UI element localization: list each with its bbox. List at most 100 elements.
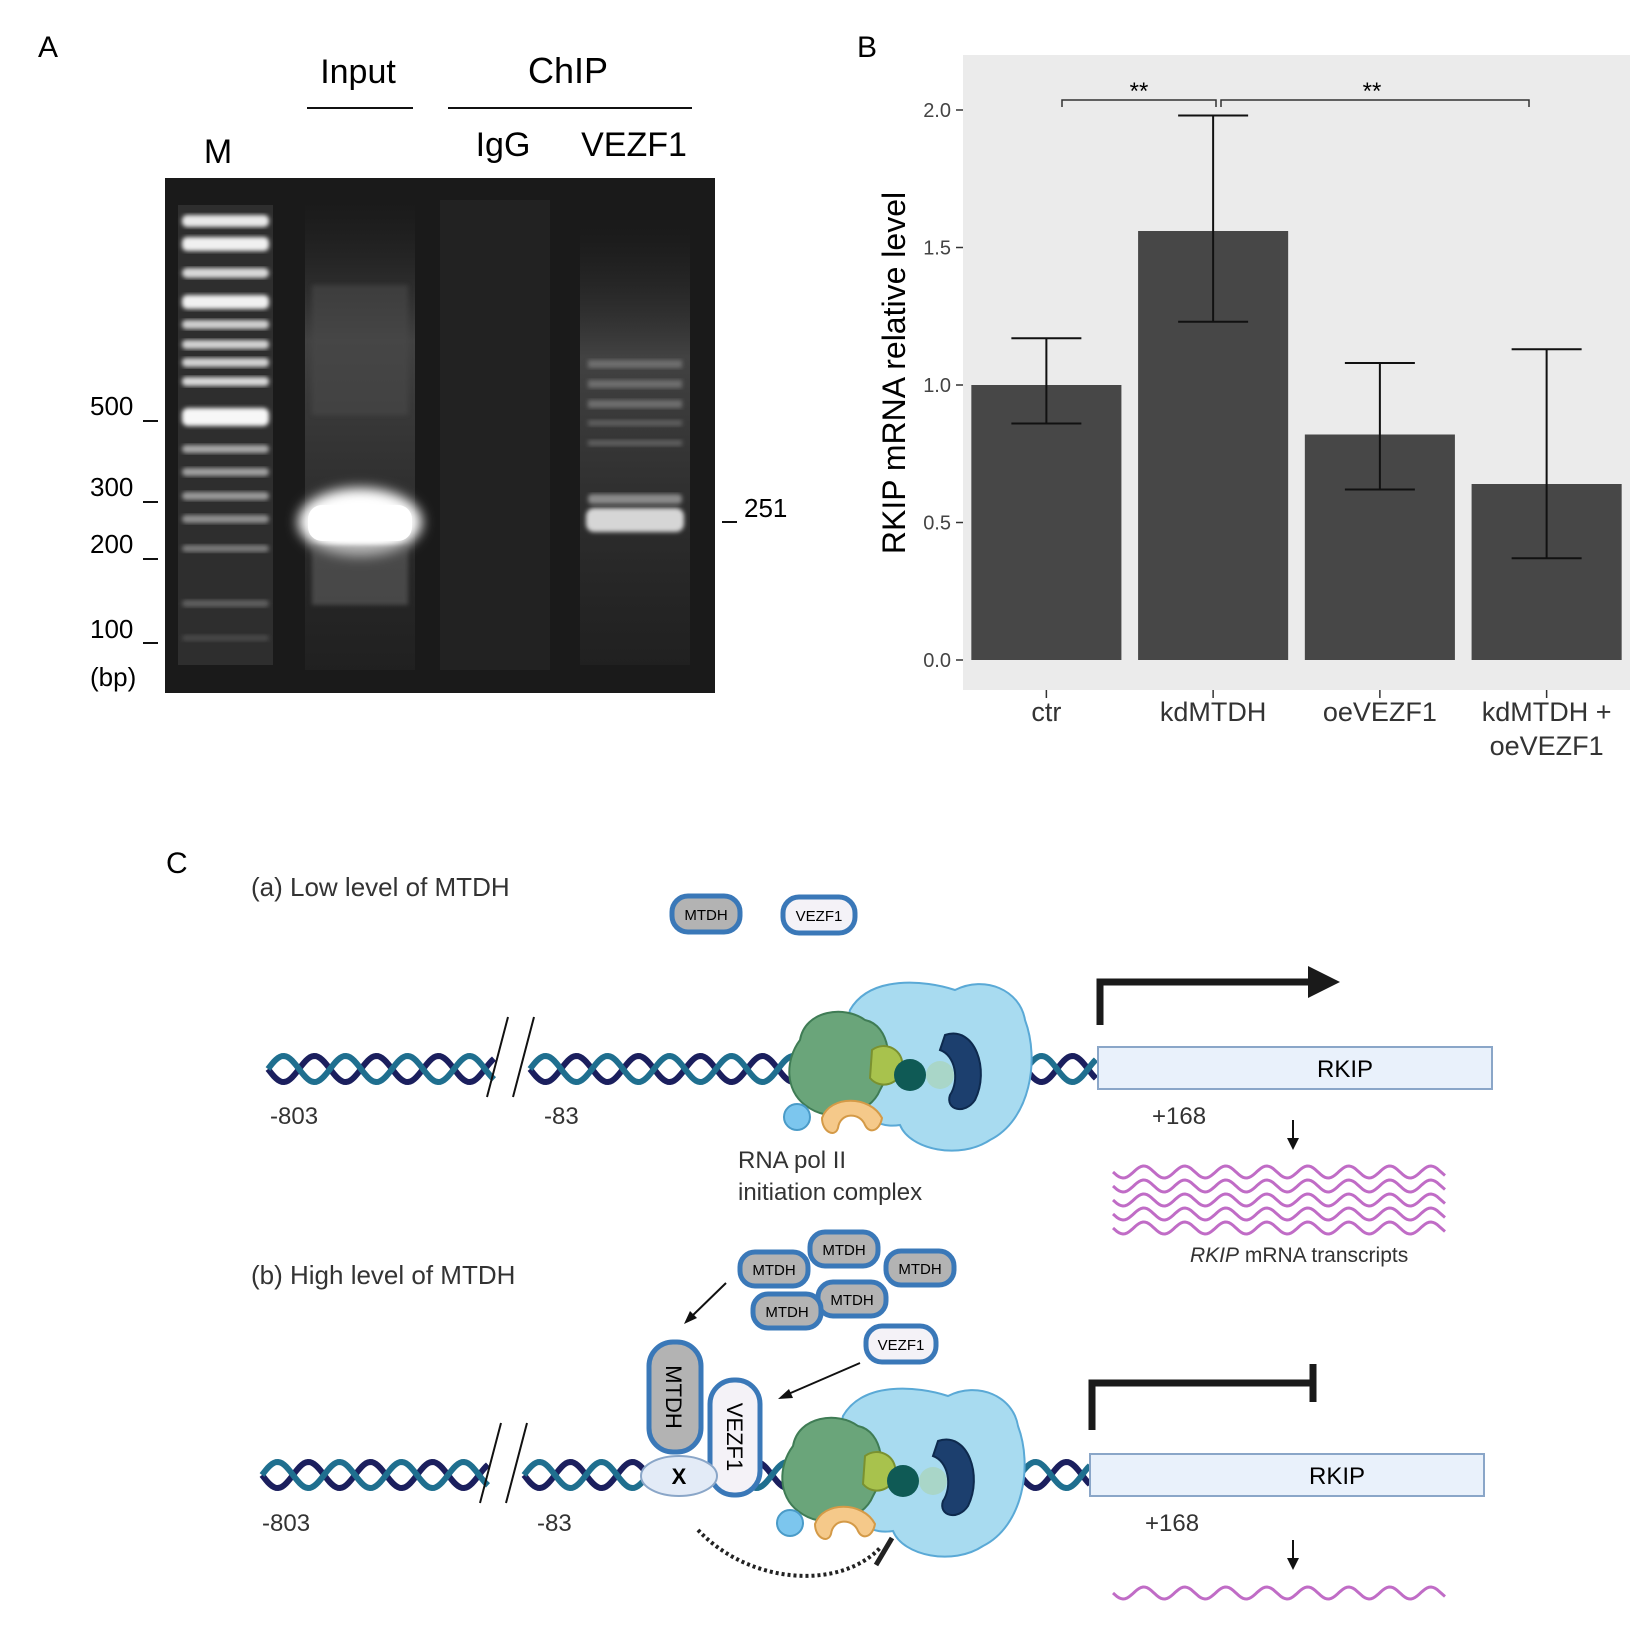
transcription-arrowhead-b [1287, 1558, 1299, 1570]
input-lane [298, 200, 422, 670]
error-bar [1344, 362, 1415, 491]
vezf1-recruit-arrowhead [778, 1389, 793, 1399]
scenario-a-title: (a) Low level of MTDH [251, 872, 510, 902]
dna-break-line-b2 [505, 1422, 528, 1504]
x-tick-label: kdMTDH [1160, 697, 1267, 727]
vezf1-recruit-arrow [785, 1362, 861, 1396]
free-mtdh-protein: MTDH [669, 893, 743, 935]
significance-label-1: ** [1130, 78, 1149, 105]
lane-label-vezf1: VEZF1 [581, 126, 687, 164]
x-axis: ctr kdMTDH oeVEZF1 kdMTDH + oeVEZF1 [1031, 690, 1612, 761]
position-upstream-a: -803 [270, 1103, 318, 1130]
transcription-start-arrow [1096, 966, 1340, 1025]
panel-a: A Input ChIP M IgG VEZF1 [38, 31, 787, 693]
free-vezf1-protein: VEZF1 [780, 894, 858, 936]
complex-label-line1: RNA pol II [738, 1147, 846, 1174]
ladder-label-500: 500 [90, 391, 133, 421]
vezf1-lane [580, 225, 690, 665]
lane-header-input: Input [320, 53, 396, 91]
scenario-b: (b) High level of MTDH MTDH MTDH MTDH MT… [251, 1229, 1485, 1601]
mtdh-label-4: MTDH [830, 1292, 873, 1309]
error-bar [1511, 348, 1582, 560]
band-size-label: 251 [744, 493, 787, 523]
mtdh-label-5: MTDH [765, 1304, 808, 1321]
free-mtdh-label: MTDH [684, 907, 727, 924]
agarose-gel [165, 178, 715, 693]
mtdh-protein-1: MTDH [807, 1229, 881, 1269]
y-tick-label: 0.0 [923, 650, 951, 672]
rkip-gene-label-b: RKIP [1309, 1463, 1365, 1490]
ladder-label-200: 200 [90, 529, 133, 559]
position-downstream-b: +168 [1145, 1510, 1199, 1537]
ladder-lane [178, 205, 273, 665]
rna-pol-ii-complex-a [783, 981, 1033, 1152]
lane-header-chip: ChIP [528, 50, 608, 91]
rkip-gene-box-b: RKIP [1089, 1453, 1485, 1497]
mtdh-protein-4: MTDH [815, 1279, 889, 1319]
factor-x-label: X [672, 1464, 687, 1489]
ladder-label-100: 100 [90, 614, 133, 644]
panel-b-label: B [857, 31, 877, 64]
unit-label-bp: (bp) [90, 662, 136, 692]
y-tick-label: 1.0 [923, 375, 951, 397]
rkip-gene-box-a: RKIP [1097, 1046, 1493, 1090]
lane-label-igg: IgG [476, 126, 531, 164]
position-downstream-a: +168 [1152, 1103, 1206, 1130]
mtdh-protein-2: MTDH [737, 1249, 811, 1289]
y-tick-label: 1.5 [923, 238, 951, 260]
significance-label-2: ** [1363, 78, 1382, 105]
free-vezf1-protein-b: VEZF1 [863, 1323, 939, 1365]
bound-mtdh-protein: MTDH [646, 1339, 704, 1455]
transcription-arrowhead-a [1287, 1138, 1299, 1150]
mtdh-protein-3: MTDH [883, 1248, 957, 1288]
panel-c-label: C [166, 847, 188, 880]
transcripts-label: mRNA transcripts [1239, 1244, 1408, 1267]
dna-break-line-b1 [479, 1422, 502, 1504]
panel-c: C (a) Low level of MTDH MTDH VEZF1 [166, 847, 1493, 1601]
significance-bracket-1: ** [1061, 78, 1217, 107]
bar-ctr [971, 385, 1122, 660]
blocked-promoter-symbol [1088, 1364, 1317, 1430]
x-tick-label: kdMTDH + [1482, 697, 1612, 727]
scenario-b-title: (b) High level of MTDH [251, 1260, 515, 1290]
mrna-transcript-reduced [1111, 1585, 1446, 1601]
igg-lane [440, 200, 550, 670]
position-upstream-b: -803 [262, 1510, 310, 1537]
y-axis: 0.0 0.5 1.0 1.5 2.0 [923, 100, 963, 672]
mtdh-label-1: MTDH [822, 1242, 865, 1259]
mtdh-protein-5: MTDH [750, 1291, 824, 1331]
mtdh-label-3: MTDH [898, 1261, 941, 1278]
x-tick-label: oeVEZF1 [1323, 697, 1437, 727]
inhibition-bar [873, 1536, 895, 1567]
x-tick-label: ctr [1031, 697, 1061, 727]
mtdh-recruit-arrowhead [684, 1311, 697, 1324]
panel-b: B 0.0 0.5 1.0 1.5 2.0 ctr kdMTDH oeVEZF1 kdMTDH… [857, 31, 1630, 761]
dna-break-line-a2 [512, 1016, 535, 1098]
dna-break-line-a1 [486, 1016, 509, 1098]
free-vezf1-label: VEZF1 [796, 908, 843, 925]
transcripts-caption: RKIP mRNA transcripts [1190, 1244, 1408, 1267]
complex-label-line2: initiation complex [738, 1179, 922, 1206]
rna-pol-ii-complex-b [776, 1387, 1026, 1558]
mtdh-cluster: MTDH MTDH MTDH MTDH MTDH [737, 1229, 957, 1331]
bound-vezf1-protein: VEZF1 [707, 1377, 763, 1498]
error-bar [1011, 337, 1082, 425]
y-tick-label: 0.5 [923, 513, 951, 535]
ladder-label-300: 300 [90, 472, 133, 502]
significance-bracket-2: ** [1220, 78, 1530, 107]
mtdh-label-2: MTDH [752, 1262, 795, 1279]
position-proximal-a: -83 [544, 1103, 579, 1130]
position-proximal-b: -83 [537, 1510, 572, 1537]
mtdh-recruit-arrow [689, 1282, 727, 1319]
y-axis-title: RKIP mRNA relative level [876, 192, 912, 554]
bound-mtdh-label: MTDH [661, 1365, 686, 1429]
scenario-a: (a) Low level of MTDH MTDH VEZF1 [251, 872, 1493, 1267]
rkip-gene-label-a: RKIP [1317, 1056, 1373, 1083]
x-tick-label: oeVEZF1 [1490, 731, 1604, 761]
bound-vezf1-label: VEZF1 [722, 1403, 747, 1471]
panel-a-label: A [38, 31, 58, 64]
inhibition-arc [696, 1528, 882, 1578]
y-tick-label: 2.0 [923, 100, 951, 122]
mrna-transcripts [1111, 1164, 1446, 1236]
